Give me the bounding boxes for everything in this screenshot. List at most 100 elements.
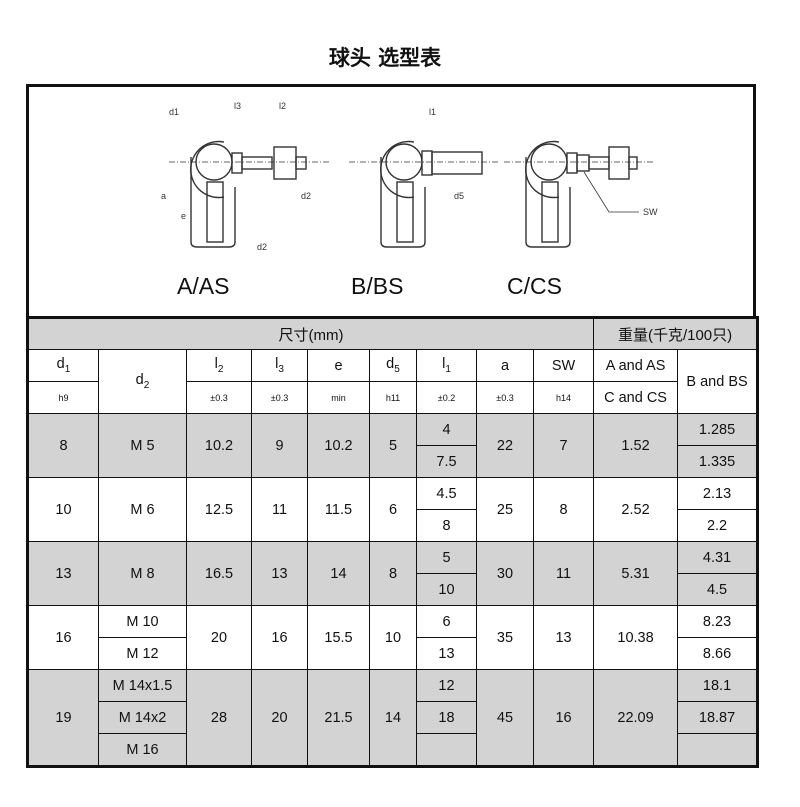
sw-cell: 16: [532, 669, 595, 767]
d5-cell: 10: [369, 605, 417, 670]
l1-cell: 4: [416, 413, 477, 446]
dim-d1-label: d1: [169, 107, 179, 117]
dim-l3-label: l3: [234, 101, 241, 111]
d2-cell: M 14x1.5: [98, 669, 187, 702]
l2-cell: 10.2: [186, 413, 252, 478]
l2-cell: 28: [186, 669, 252, 767]
weight-b-cell: [677, 733, 759, 767]
dimensions-header: 尺寸(mm): [26, 317, 595, 350]
e-cell: 15.5: [307, 605, 370, 670]
e-cell: 11.5: [307, 477, 370, 542]
weight-b-cell: 1.335: [677, 445, 759, 478]
tolerance-4: min: [307, 381, 370, 414]
e-cell: 14: [307, 541, 370, 606]
dim-d2-bottom-label: d2: [257, 242, 267, 252]
d1-cell: 19: [27, 669, 99, 767]
column-subscript: 1: [64, 363, 71, 375]
d1-cell: 8: [27, 413, 99, 478]
w-ac-cell: 5.31: [593, 541, 679, 606]
l1-cell: 4.5: [416, 477, 477, 510]
weight-b-bs-header: B and BS: [677, 349, 759, 414]
ball-joint-c-drawing: [504, 140, 654, 248]
sw-cell: 8: [532, 477, 595, 542]
d1-cell: 16: [27, 605, 99, 670]
l1-cell: [416, 733, 477, 767]
e-cell: 10.2: [307, 413, 370, 478]
table-row: M 16: [28, 733, 759, 767]
l3-cell: 13: [251, 541, 308, 606]
d1-cell: 10: [27, 477, 99, 542]
weight-b-cell: 1.285: [677, 413, 759, 446]
weight-b-cell: 18.1: [677, 669, 759, 702]
column-name: SW: [551, 357, 576, 374]
w-ac-cell: 10.38: [593, 605, 679, 670]
weight-b-cell: 8.23: [677, 605, 759, 638]
a-cell: 45: [476, 669, 534, 767]
column-header-0: d1: [27, 349, 99, 382]
tolerance-7: ±0.3: [476, 381, 534, 414]
d5-cell: 14: [369, 669, 417, 767]
dim-d2-label: d2: [301, 191, 311, 201]
d5-cell: 5: [369, 413, 417, 478]
column-subscript: 2: [143, 379, 150, 391]
l2-cell: 16.5: [186, 541, 252, 606]
l1-cell: 7.5: [416, 445, 477, 478]
dim-d5-label: d5: [454, 191, 464, 201]
weight-b-cell: 8.66: [677, 637, 759, 670]
d2-cell: M 10: [98, 605, 187, 638]
diagram-frame: d1 l3 l2 a e d2 d2 l1 d5 SW A/AS B/BS C/…: [26, 84, 756, 319]
column-name: a: [500, 357, 510, 374]
l3-cell: 20: [251, 669, 308, 767]
type-b-label: B/BS: [351, 273, 404, 299]
table-row: 7.5 1.335: [28, 445, 759, 478]
l1-cell: 13: [416, 637, 477, 670]
sw-cell: 11: [532, 541, 595, 606]
weight-c-cs-header: C and CS: [593, 381, 679, 414]
a-cell: 25: [476, 477, 534, 542]
column-header-7: a: [476, 349, 534, 382]
column-name: d: [135, 372, 144, 389]
column-subscript: 5: [394, 363, 400, 375]
ball-joint-diagram: d1 l3 l2 a e d2 d2 l1 d5 SW: [161, 101, 658, 252]
a-cell: 22: [476, 413, 534, 478]
column-name: d: [56, 356, 65, 373]
page-title: 球头 选型表: [328, 46, 442, 70]
tolerance-5: h11: [369, 381, 417, 414]
d2-cell: M 5: [98, 413, 187, 478]
d2-cell: M 12: [98, 637, 187, 670]
l1-cell: 18: [416, 701, 477, 734]
w-ac-cell: 22.09: [593, 669, 679, 767]
ball-joint-a-drawing: [169, 140, 329, 248]
l3-cell: 16: [251, 605, 308, 670]
a-cell: 35: [476, 605, 534, 670]
weight-b-cell: 18.87: [677, 701, 759, 734]
a-cell: 30: [476, 541, 534, 606]
weight-header: 重量(千克/100只): [593, 317, 759, 350]
table-row: M 12 13 8.66: [28, 637, 759, 670]
w-ac-cell: 1.52: [593, 413, 679, 478]
l3-cell: 11: [251, 477, 308, 542]
d2-cell: M 8: [98, 541, 187, 606]
column-name: e: [334, 357, 343, 374]
tolerance-0: h9: [27, 381, 99, 414]
tolerance-2: ±0.3: [186, 381, 252, 414]
l2-cell: 20: [186, 605, 252, 670]
dim-l2-label: l2: [279, 101, 286, 111]
column-header-4: e: [307, 349, 370, 382]
column-header-6: l1: [416, 349, 477, 382]
dim-a-label: a: [161, 191, 166, 201]
dim-l1-label: l1: [429, 107, 436, 117]
l1-cell: 6: [416, 605, 477, 638]
tolerance-8: h14: [532, 381, 595, 414]
sw-cell: 7: [532, 413, 595, 478]
column-header-2: l2: [186, 349, 252, 382]
column-header-1: d2: [98, 349, 187, 414]
column-subscript: 1: [445, 363, 451, 375]
